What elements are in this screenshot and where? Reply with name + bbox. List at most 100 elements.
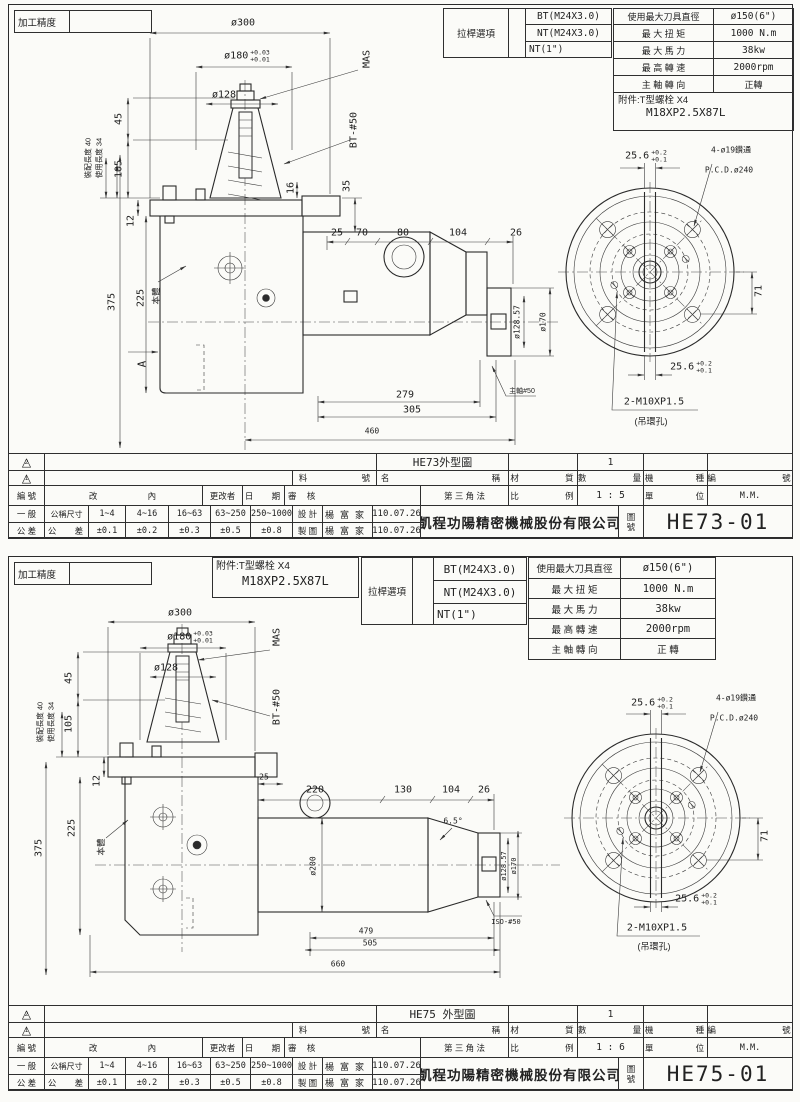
header-change-content-he75: 更 改 內 容 (44, 1037, 203, 1058)
he73-drawbar-option-2: NT(M24X3.0) (525, 24, 612, 42)
label-bt50-taper: BT-#50 (348, 111, 360, 149)
header-number: 編 號 (707, 470, 793, 486)
he73-drawbar-spacer (508, 8, 526, 58)
projection-method: 第 三 角 法 (420, 485, 509, 506)
scale-value: 1 : 5 (577, 485, 644, 506)
he75-spec-label-5: 主 軸 轉 向 (528, 638, 621, 660)
label-spindle-50-taper: 主軸#50 (509, 388, 535, 395)
revision-triangle-1-he75: △1 (8, 1022, 45, 1038)
company-name: 凱程功陽精密機械股份有限公司 (420, 505, 619, 539)
figure-number: HE73-01 (643, 505, 793, 539)
dim-diameter-300-he75: ø300 (167, 607, 193, 619)
he73-end-view (558, 163, 757, 411)
quantity-value: 1 (577, 453, 644, 471)
he75-drawbar-option-label: 拉桿選項 (361, 557, 413, 625)
dim-479: 479 (358, 926, 374, 936)
dim-35: 35 (341, 179, 353, 193)
label-iso-50-taper: ISO-#50 (491, 918, 521, 926)
he75-drawbar-option-3: NT(1") (433, 603, 527, 625)
he73-spec-value-1: ø150(6") (713, 8, 794, 25)
he75-sheet-frame (8, 556, 793, 1090)
he75-side-view (44, 620, 560, 978)
dim-225-he75: 225 (66, 818, 78, 838)
designer-name-he75: 楊富家 (322, 1057, 373, 1075)
header-quantity-he75: 數 量 (577, 1022, 644, 1038)
label-mas-taper: MAS (361, 49, 373, 69)
dim-375: 375 (106, 292, 118, 312)
dim-25: 25 (330, 227, 344, 239)
design-date-he75: 110.07.26 (372, 1057, 421, 1075)
dim-diameter-200: ø200 (308, 856, 318, 876)
dim-220: 220 (305, 784, 325, 796)
dim-71-he75: 71 (759, 829, 771, 843)
designer-name: 楊富家 (322, 505, 373, 523)
label-usable-length-34: 使用長度 34 (94, 137, 104, 179)
dim-279: 279 (395, 389, 415, 401)
dim-305: 305 (402, 404, 422, 416)
dim-375-he75: 375 (33, 838, 45, 858)
dim-diameter-170-he75: ø170 (510, 857, 518, 875)
header-material-he75: 材 質 (508, 1022, 578, 1038)
dim-25-he75: 25 (259, 772, 269, 782)
label-pcd-240: P.C.D.ø240 (704, 165, 754, 175)
he75-machining-accuracy-value (69, 562, 152, 585)
he75-drawbar-option-2: NT(M24X3.0) (433, 580, 527, 604)
he73-spec-label-1: 使用最大刀具直徑 (613, 8, 714, 25)
he75-spec-label-3: 最 大 馬 力 (528, 598, 621, 619)
figure-number-label: 圖號 (618, 505, 644, 539)
label-4-holes-d19-he75: 4-ø19鑽通 (715, 693, 757, 703)
dim-diameter-300: ø300 (230, 17, 256, 29)
figure-number-label-he75: 圖號 (618, 1057, 644, 1091)
dim-slot-25-6-top-he75: 25.6+0.2+0.1 (631, 695, 673, 710)
header-scale: 比 例 (508, 485, 578, 506)
he73-spec-value-3: 38kw (713, 41, 794, 59)
he75-spec-label-4: 最 高 轉 速 (528, 618, 621, 639)
label-main-body-he75: 本體 (96, 838, 106, 856)
dim-460: 460 (364, 426, 380, 436)
dim-diameter-128-57-he75: ø128.57 (500, 851, 508, 881)
dim-diameter-180-tol: ø180+0.03+0.01 (224, 48, 270, 63)
dim-225: 225 (135, 288, 147, 308)
draft-label-he75: 製 圖 (292, 1074, 323, 1091)
he75-spec-label-2: 最 大 扭 矩 (528, 578, 621, 599)
dim-26-he75: 26 (477, 784, 491, 796)
header-changed-by: 更改者 (202, 485, 243, 506)
dim-104: 104 (448, 227, 468, 239)
header-model: 機 種 (643, 470, 708, 486)
drawing-title-he75: HE75 外型圖 (376, 1005, 509, 1023)
he75-drawbar-spacer (412, 557, 434, 625)
he73-drawbar-option-label: 拉桿選項 (443, 8, 509, 58)
he75-spec-value-2: 1000 N.m (620, 578, 716, 599)
header-quantity: 數 量 (577, 470, 644, 486)
label-assembly-length-40-he75: 裝配長度 40 (35, 701, 45, 743)
scale-value-he75: 1 : 6 (577, 1037, 644, 1058)
he73-machining-accuracy-value (69, 10, 152, 33)
dim-diameter-170: ø170 (538, 312, 548, 332)
he75-end-view (564, 710, 763, 937)
revision-triangle-1: △1 (8, 470, 45, 486)
he73-machining-accuracy-label: 加工精度 (14, 10, 70, 33)
header-index-he75: 編 號 (8, 1037, 45, 1058)
dim-80: 80 (396, 227, 410, 239)
he75-spec-value-3: 38kw (620, 598, 716, 619)
dim-71: 71 (753, 284, 765, 298)
he73-drawbar-option-1: BT(M24X3.0) (525, 8, 612, 25)
unit-value-he75: M.M. (707, 1037, 793, 1058)
he75-spec-label-1: 使用最大刀具直徑 (528, 557, 621, 579)
dim-diameter-128-he75: ø128 (153, 662, 179, 674)
label-pcd-240-he75: P.C.D.ø240 (709, 713, 759, 723)
he73-drawbar-option-3: NT(1") (525, 41, 612, 58)
he75-spec-value-1: ø150(6") (620, 557, 716, 579)
dim-angle-6-5: 6.5° (443, 816, 463, 826)
nominal-size-label: 公稱尺寸 (44, 505, 89, 523)
he75-spec-value-5: 正 轉 (620, 638, 716, 660)
dim-slot-25-6-bottom-he75: 25.6+0.2+0.1 (675, 891, 717, 906)
general-label-he75: 一 般 (8, 1057, 45, 1075)
draft-date-he75: 110.07.26 (372, 1074, 421, 1091)
label-4-holes-d19: 4-ø19鑽通 (710, 145, 752, 155)
he73-spec-value-5: 正轉 (713, 75, 794, 93)
header-model-he75: 機 種 (643, 1022, 708, 1038)
dim-104-he75: 104 (441, 784, 461, 796)
